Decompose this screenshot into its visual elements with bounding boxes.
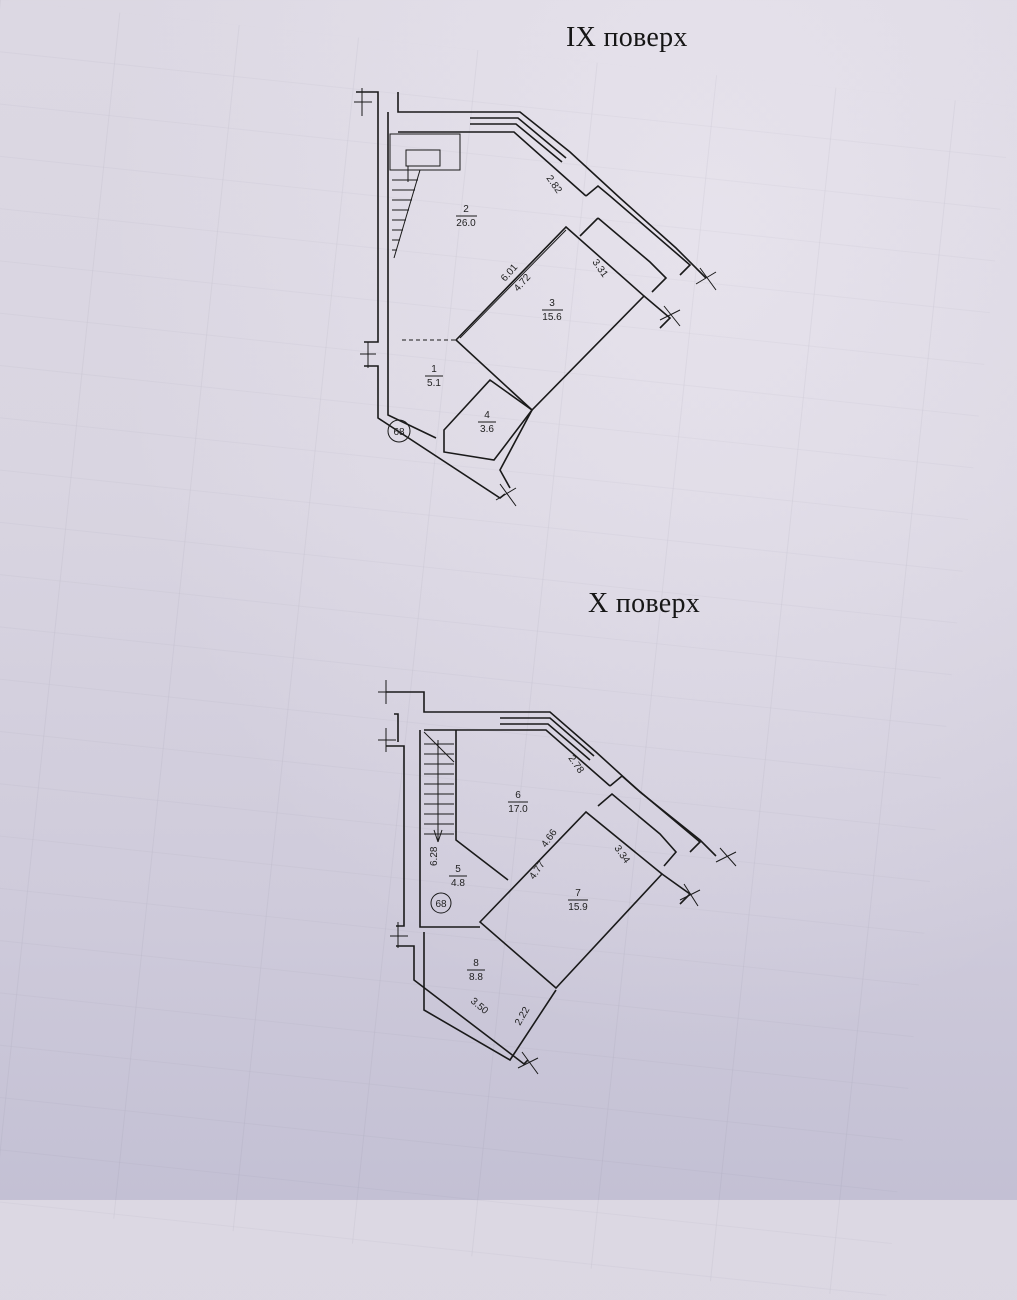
apartment-marker-ix [387,419,411,443]
apartment-number-ix: 68 [393,427,405,438]
room-4-number: 4 [484,410,490,421]
room-6-number: 6 [515,790,521,801]
dim-4-66: 4.66 [539,827,559,850]
walls-ix [354,88,717,507]
walls-x [378,680,737,1075]
floor-plan-ix: 2 26.0 3 15.6 1 5.1 4 3.6 2.82 6.01 4.72… [354,88,717,507]
room-5-area: 4.8 [451,878,465,889]
room-3-area: 15.6 [542,312,562,323]
room-2-number: 2 [463,204,469,215]
room-6-area: 17.0 [508,804,528,815]
dim-2-78: 2.78 [566,753,586,776]
room-8-number: 8 [473,958,479,969]
paper-background [0,0,1017,1200]
room-4-area: 3.6 [480,424,494,435]
room-8-area: 8.8 [469,972,483,983]
room-7-number: 7 [575,888,581,899]
dim-3-50: 3.50 [468,996,490,1017]
room-1-number: 1 [431,364,437,375]
room-1-area: 5.1 [427,378,441,389]
dim-2-22: 2.22 [513,1005,532,1028]
apartment-marker-x [430,892,452,914]
floor-title-x: X поверх [588,588,701,619]
room-5-number: 5 [455,864,461,875]
dim-4-77: 4.77 [527,859,547,882]
room-7-area: 15.9 [568,902,588,913]
apartment-number-x: 68 [435,899,447,910]
floor-title-ix: IX поверх [566,22,688,53]
dim-6-28: 6.28 [429,846,440,866]
room-2-area: 26.0 [456,218,476,229]
floor-plan-x: 6 17.0 5 4.8 7 15.9 8 8.8 2.78 4.66 4.77… [378,680,737,1075]
room-3-number: 3 [549,298,555,309]
room-labels-x: 6 17.0 5 4.8 7 15.9 8 8.8 2.78 4.66 4.77… [429,753,632,1027]
